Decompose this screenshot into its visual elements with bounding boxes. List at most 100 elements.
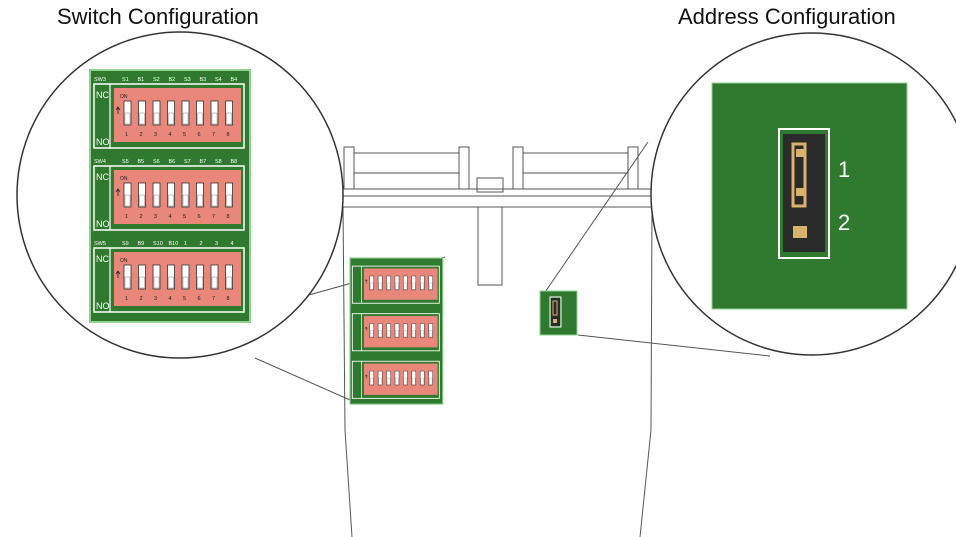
jumper-pin-small: [553, 319, 557, 323]
nc-label: NC: [96, 90, 109, 100]
dip-switch-lever: [386, 377, 391, 385]
dip-switch-number: 3: [154, 214, 157, 220]
switch-header-label: 4: [231, 241, 234, 247]
dip-switch-lever: [139, 194, 145, 207]
switch-configuration-title: Switch Configuration: [57, 4, 259, 29]
on-label: ON: [120, 176, 128, 182]
device-body-sides: [342, 206, 653, 537]
dip-switch-lever: [153, 276, 160, 289]
zoom-line-address: [540, 141, 771, 357]
dip-switch-lever: [211, 276, 218, 289]
dip-switch-number: 4: [169, 214, 172, 220]
device-center-stem: [477, 206, 503, 286]
dip-switch-body: [114, 88, 241, 142]
switch-bank-frame: [351, 265, 440, 304]
jumper-shunt-small: [552, 300, 558, 316]
on-arrow-icon: [115, 270, 121, 278]
dip-switch-number: 3: [154, 132, 157, 138]
dip-switch-lever: [403, 282, 407, 290]
switch-header-label: S7: [184, 159, 191, 165]
dip-switch-number: 5: [183, 132, 186, 138]
small-switch-bank-sw5: [351, 360, 440, 399]
address-board-large: 12: [711, 82, 908, 310]
switch-header-label: 1: [184, 241, 187, 247]
jumper-pin-2: [796, 188, 806, 196]
jumper-frame: [778, 128, 830, 259]
nc-label: NC: [96, 254, 109, 264]
switch-header-label: S1: [122, 77, 129, 83]
on-label: ON: [120, 258, 128, 264]
dip-switch-lever: [412, 282, 416, 290]
dip-switch-number: 4: [169, 132, 172, 138]
switch-header-label: B2: [169, 77, 176, 83]
dip-switch-lever: [420, 330, 424, 338]
dip-switch-number: 6: [198, 132, 201, 138]
dip-switch-lever: [226, 194, 232, 207]
switch-bank-id: SW5: [94, 241, 106, 247]
dip-switch-lever: [124, 112, 131, 125]
dip-switch-lever: [182, 112, 189, 125]
dip-switch-lever: [197, 194, 203, 207]
small-switch-bank-sw3: [351, 265, 440, 304]
dip-switch-lever: [370, 377, 374, 385]
jumper-shunt: [791, 142, 807, 208]
nc-label: NC: [96, 172, 109, 182]
device-post: [343, 146, 355, 190]
dip-switch-lever: [182, 194, 189, 207]
on-arrow-icon: [364, 279, 368, 284]
switch-header-label: S6: [153, 159, 160, 165]
dip-switch-lever: [139, 276, 145, 289]
dip-switch-number: 7: [212, 296, 215, 302]
switch-header-label: S10: [153, 241, 163, 247]
switch-bank-frame: [93, 247, 245, 313]
switch-header-label: S5: [122, 159, 129, 165]
dip-switch-number: 1: [125, 132, 128, 138]
dip-switch-lever: [429, 330, 433, 338]
no-label: NO: [96, 301, 110, 311]
dip-switch-lever: [395, 282, 399, 290]
on-arrow-icon: [115, 106, 121, 114]
dip-switch-lever: [197, 112, 203, 125]
dip-switch-number: 3: [154, 296, 157, 302]
switch-header-label: S3: [184, 77, 191, 83]
small-switch-bank-sw4: [351, 313, 440, 352]
dip-switch-body: [363, 268, 438, 300]
dip-switch-lever: [226, 112, 232, 125]
switch-header-label: B10: [169, 241, 179, 247]
jumper-pin-1: [796, 149, 806, 157]
dip-switch-number: 2: [140, 214, 143, 220]
dip-switch-lever: [211, 194, 218, 207]
switch-bank-id: SW4: [94, 159, 106, 165]
switch-header-label: B4: [231, 77, 238, 83]
pin-label-2: 2: [838, 210, 850, 235]
switch-header-label: B1: [138, 77, 145, 83]
switch-header-label: B3: [200, 77, 207, 83]
dip-switch-lever: [420, 377, 424, 385]
switch-bank-frame: [351, 313, 440, 352]
dip-switch-number: 8: [227, 214, 230, 220]
dip-switch-lever: [378, 282, 382, 290]
device-post: [627, 146, 639, 190]
device-center-block: [476, 177, 504, 193]
switch-header-label: S8: [215, 159, 222, 165]
dip-switch-lever: [370, 282, 374, 290]
dip-switch-lever: [429, 377, 433, 385]
dip-switch-body: [363, 316, 438, 348]
switch-header-label: B5: [138, 159, 145, 165]
dip-switch-lever: [168, 276, 174, 289]
dip-switch-number: 8: [227, 132, 230, 138]
dip-switch-number: 6: [198, 296, 201, 302]
switch-bank-frame: [93, 83, 245, 149]
switch-bank-frame: [93, 165, 245, 231]
small-board: [349, 257, 444, 405]
no-label: NO: [96, 137, 110, 147]
dip-switch-lever: [395, 330, 399, 338]
switch-header-label: B9: [138, 241, 145, 247]
dip-switch-body: [363, 363, 438, 395]
dip-switch-lever: [378, 330, 382, 338]
dip-switch-lever: [412, 330, 416, 338]
